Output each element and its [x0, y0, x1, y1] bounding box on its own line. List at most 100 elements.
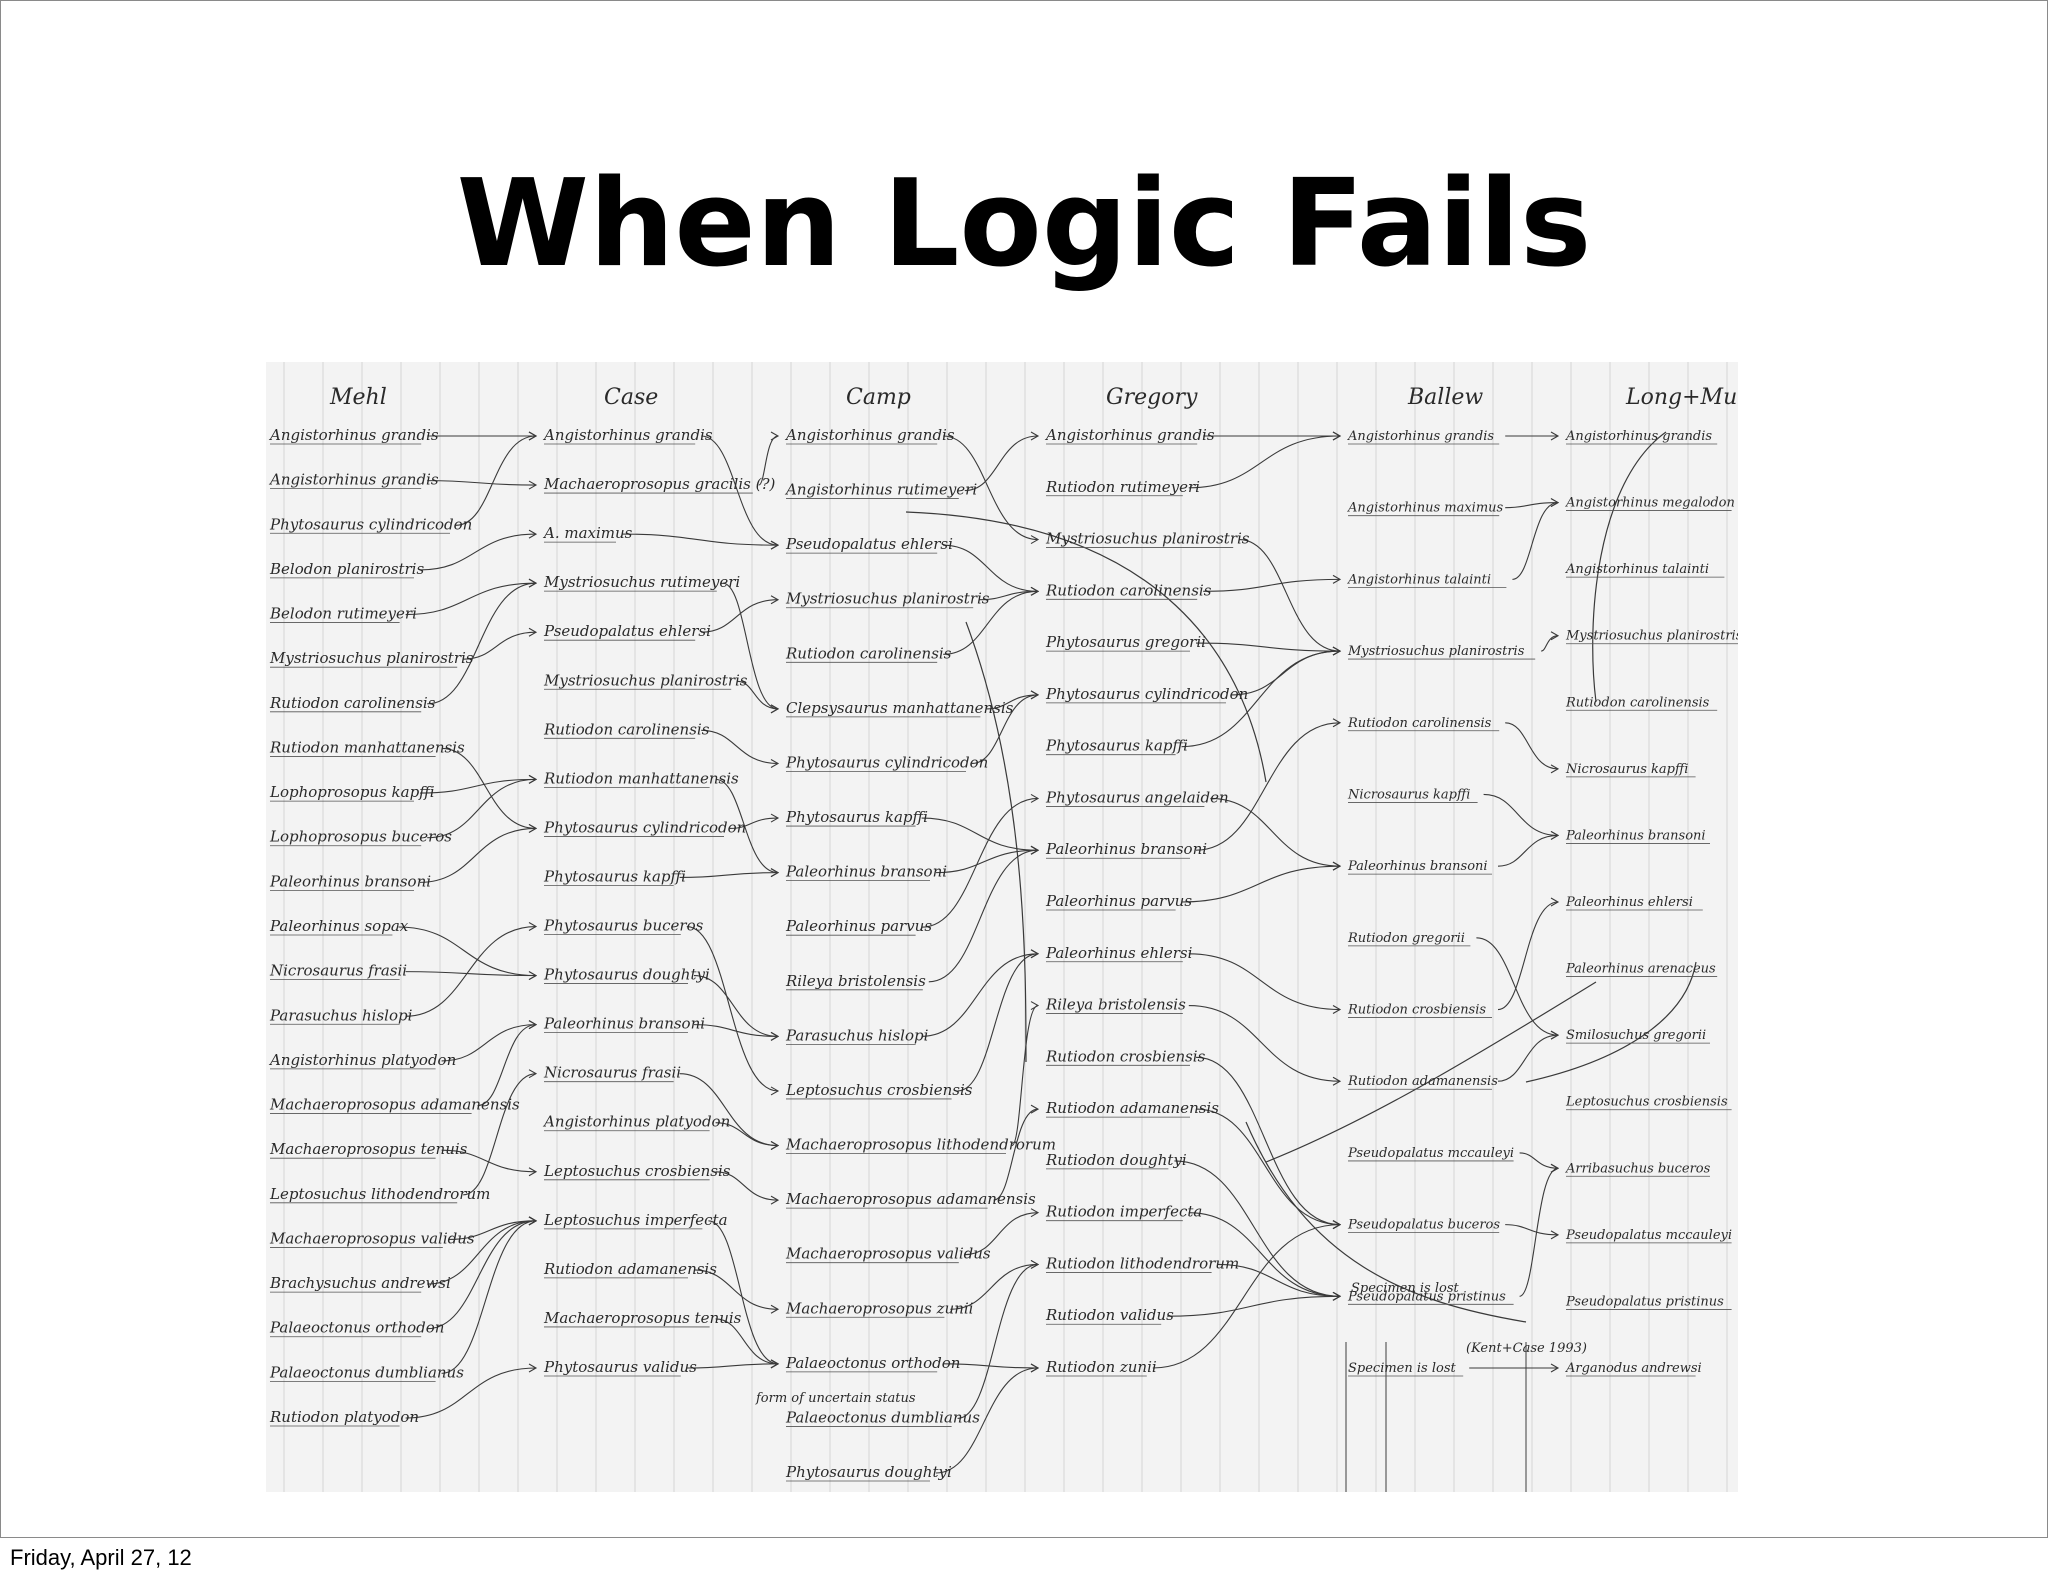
taxon-name: Mystriosuchus planirostris: [785, 590, 990, 608]
connection-arrow: [715, 1171, 779, 1201]
arrow-head: [1030, 431, 1040, 441]
taxon-name: Pseudopalatus ehlersi: [543, 622, 711, 640]
connection-arrow: [1011, 1005, 1039, 1147]
arrow-head: [1550, 498, 1560, 508]
connection-arrow: [441, 1024, 537, 1062]
connection-arrow: [398, 926, 537, 977]
connection-arrow: [441, 1149, 537, 1173]
taxon-name: Rutiodon crosbiensis: [1045, 1047, 1206, 1065]
connection-arrow: [1210, 797, 1341, 867]
connection-arrow: [722, 582, 779, 710]
arrow-head: [770, 595, 780, 605]
connection-arrow: [943, 544, 1039, 592]
column-header: Case: [604, 385, 658, 410]
connection-arrow: [405, 925, 537, 1017]
handwritten-note: form of uncertain status: [755, 1391, 916, 1406]
taxon-name: Leptosuchus crosbiensis: [543, 1162, 731, 1180]
taxon-name: Nicrosaurus frasii: [543, 1064, 681, 1082]
taxon-name: Phytosaurus angelaiden: [1045, 788, 1229, 806]
taxon-name: Parasuchus hislopi: [269, 1006, 413, 1024]
arrow-head: [1332, 574, 1342, 584]
taxon-name: Rutiodon gregorii: [1347, 931, 1465, 946]
arrow-head: [1030, 793, 1040, 803]
arrow-head: [770, 704, 780, 714]
connection-arrow: [971, 694, 1039, 765]
arrow-head: [770, 1031, 780, 1041]
taxon-name: Paleorhinus bransoni: [543, 1015, 705, 1033]
taxon-name: Nicrosaurus frasii: [269, 962, 407, 980]
taxon-name: A. maximus: [542, 524, 633, 542]
connection-arrow: [405, 971, 537, 977]
arrow-head: [770, 868, 780, 878]
taxon-name: Rutiodon carolinensis: [1565, 695, 1710, 710]
connection-arrow: [686, 925, 779, 1092]
connection-arrow: [1188, 435, 1341, 489]
taxon-name: Specimen is lost: [1348, 1361, 1457, 1376]
taxon-name: Pseudopalatus mccauleyi: [1347, 1146, 1514, 1161]
connection-arrow: [1497, 901, 1559, 1011]
connection-arrow: [957, 953, 1039, 1092]
column-header: Mehl: [329, 385, 387, 410]
taxon-name: Belodon rutimeyeri: [269, 605, 417, 623]
taxon-name: Angistorhinus platyodon: [268, 1051, 456, 1069]
connection-arrow: [419, 533, 537, 571]
connection-arrow: [964, 435, 1039, 492]
taxon-name: Angistorhinus grandis: [784, 426, 955, 444]
arrow-head: [528, 971, 538, 981]
arrow-head: [528, 1363, 538, 1373]
connection-arrow: [708, 1220, 779, 1365]
column-header: Ballew: [1407, 385, 1483, 410]
connection-arrow: [921, 817, 1039, 851]
handwritten-note: (Kent+Case 1993): [1466, 1341, 1587, 1356]
taxon-name: Paleorhinus sopax: [269, 917, 409, 935]
taxon-name: Pseudopalatus buceros: [1347, 1218, 1500, 1233]
arrow-head: [1030, 586, 1040, 596]
connection-arrow: [693, 1024, 779, 1037]
taxon-name: Arribasuchus buceros: [1565, 1161, 1711, 1176]
connection-arrow: [1497, 834, 1559, 867]
arrow-head: [1332, 1005, 1342, 1015]
connection-arrow: [448, 1220, 537, 1241]
arrow-head: [1332, 1220, 1342, 1230]
connection-arrow: [441, 1220, 537, 1374]
taxon-name: Rutiodon carolinensis: [269, 694, 436, 712]
connection-arrow: [1167, 1295, 1341, 1317]
arrow-head: [1030, 845, 1040, 855]
taxon-name: Paleorhinus bransoni: [1347, 859, 1488, 874]
connection-arrow: [715, 1318, 779, 1365]
taxon-name: Machaeroprosopus zunii: [785, 1299, 974, 1317]
arrow-head: [770, 813, 780, 823]
taxon-name: Mystriosuchus planirostris: [1045, 530, 1250, 548]
connection-arrow: [1188, 1212, 1341, 1297]
connection-arrow: [693, 975, 779, 1037]
taxon-name: Angistorhinus talainti: [1565, 562, 1709, 577]
taxon-name: Palaeoctonus orthodon: [269, 1319, 444, 1337]
taxon-name: Palaeoctonus dumblianus: [269, 1363, 464, 1381]
connection-arrow: [427, 480, 537, 486]
taxon-name: Arganodus andrewsi: [1565, 1361, 1702, 1376]
taxon-name: Angistorhinus grandis: [1347, 429, 1494, 444]
connection-arrow: [935, 849, 1039, 874]
connection-arrow: [1152, 1224, 1341, 1369]
column-header: Camp: [846, 385, 911, 410]
taxon-name: Rutiodon doughtyi: [1045, 1151, 1187, 1169]
connection-arrow: [715, 1122, 779, 1147]
arrow-head: [528, 480, 538, 490]
taxon-name: Angistorhinus rutimeyeri: [784, 481, 977, 499]
taxon-name: Pseudopalatus pristinus: [1565, 1294, 1724, 1309]
footer-date: Friday, April 27, 12: [10, 1545, 192, 1570]
taxon-name: Machaeroprosopus tenuis: [543, 1309, 742, 1327]
connection-arrow: [964, 1212, 1039, 1256]
arrow-head: [770, 431, 780, 441]
taxon-name: Rutiodon carolinensis: [785, 644, 952, 662]
connection-arrow: [950, 1263, 1039, 1310]
taxon-name: Lophoprosopus buceros: [269, 828, 452, 846]
arrow-head: [1030, 535, 1040, 545]
taxon-name: Paleorhinus bransoni: [1045, 840, 1207, 858]
connection-arrow: [905, 511, 1267, 783]
connection-arrow: [1265, 981, 1597, 1163]
arrow-head: [770, 540, 780, 550]
arrow-head: [1030, 690, 1040, 700]
arrow-head: [528, 529, 538, 539]
taxon-name: Rutiodon manhattanensis: [543, 769, 739, 787]
